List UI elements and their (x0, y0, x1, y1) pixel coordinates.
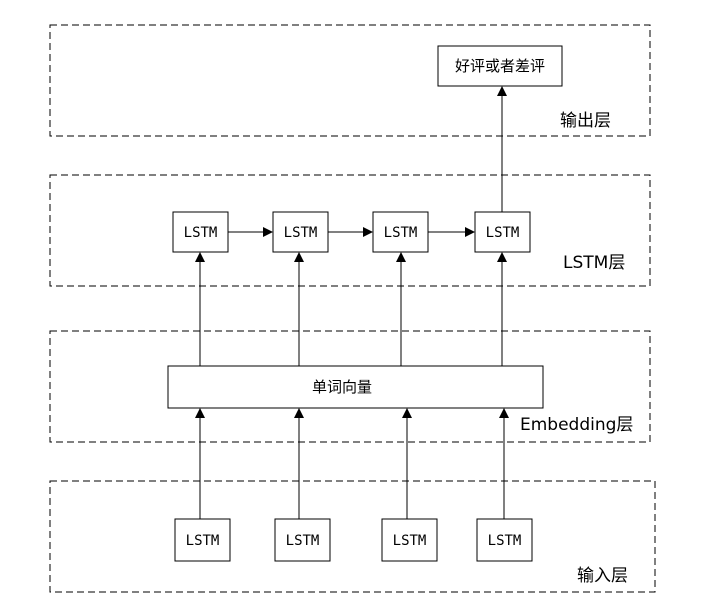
word-vector-box (167, 365, 544, 409)
input-cell-1 (174, 518, 231, 562)
lstm-cell-3 (372, 211, 429, 253)
output-box (437, 45, 563, 87)
output-box-label: 好评或者差评 (455, 57, 545, 75)
lstm-cell-2 (272, 211, 329, 253)
lstm-cell-1 (172, 211, 229, 253)
input-layer-frame (49, 480, 656, 593)
output-layer-frame (49, 24, 651, 137)
input-cell-4-label: LSTM (488, 533, 522, 549)
lstm-cell-2-label: LSTM (284, 225, 318, 241)
input-cell-2-label: LSTM (286, 533, 320, 549)
embedding-layer-label: Embedding层 (520, 415, 633, 435)
input-cell-3 (381, 518, 438, 562)
input-cell-4 (476, 518, 533, 562)
input-cell-2 (274, 518, 331, 562)
lstm-layer-frame (49, 174, 651, 287)
input-cell-3-label: LSTM (393, 533, 427, 549)
output-layer-label: 输出层 (560, 111, 611, 131)
input-cell-1-label: LSTM (186, 533, 220, 549)
lstm-layer-label: LSTM层 (563, 253, 625, 273)
lstm-cell-1-label: LSTM (184, 225, 218, 241)
lstm-cell-3-label: LSTM (384, 225, 418, 241)
lstm-cell-4-label: LSTM (486, 225, 520, 241)
lstm-cell-4 (474, 211, 531, 253)
input-layer-label: 输入层 (577, 566, 628, 586)
embedding-layer-frame (49, 330, 651, 443)
word-vector-label: 单词向量 (312, 378, 372, 396)
